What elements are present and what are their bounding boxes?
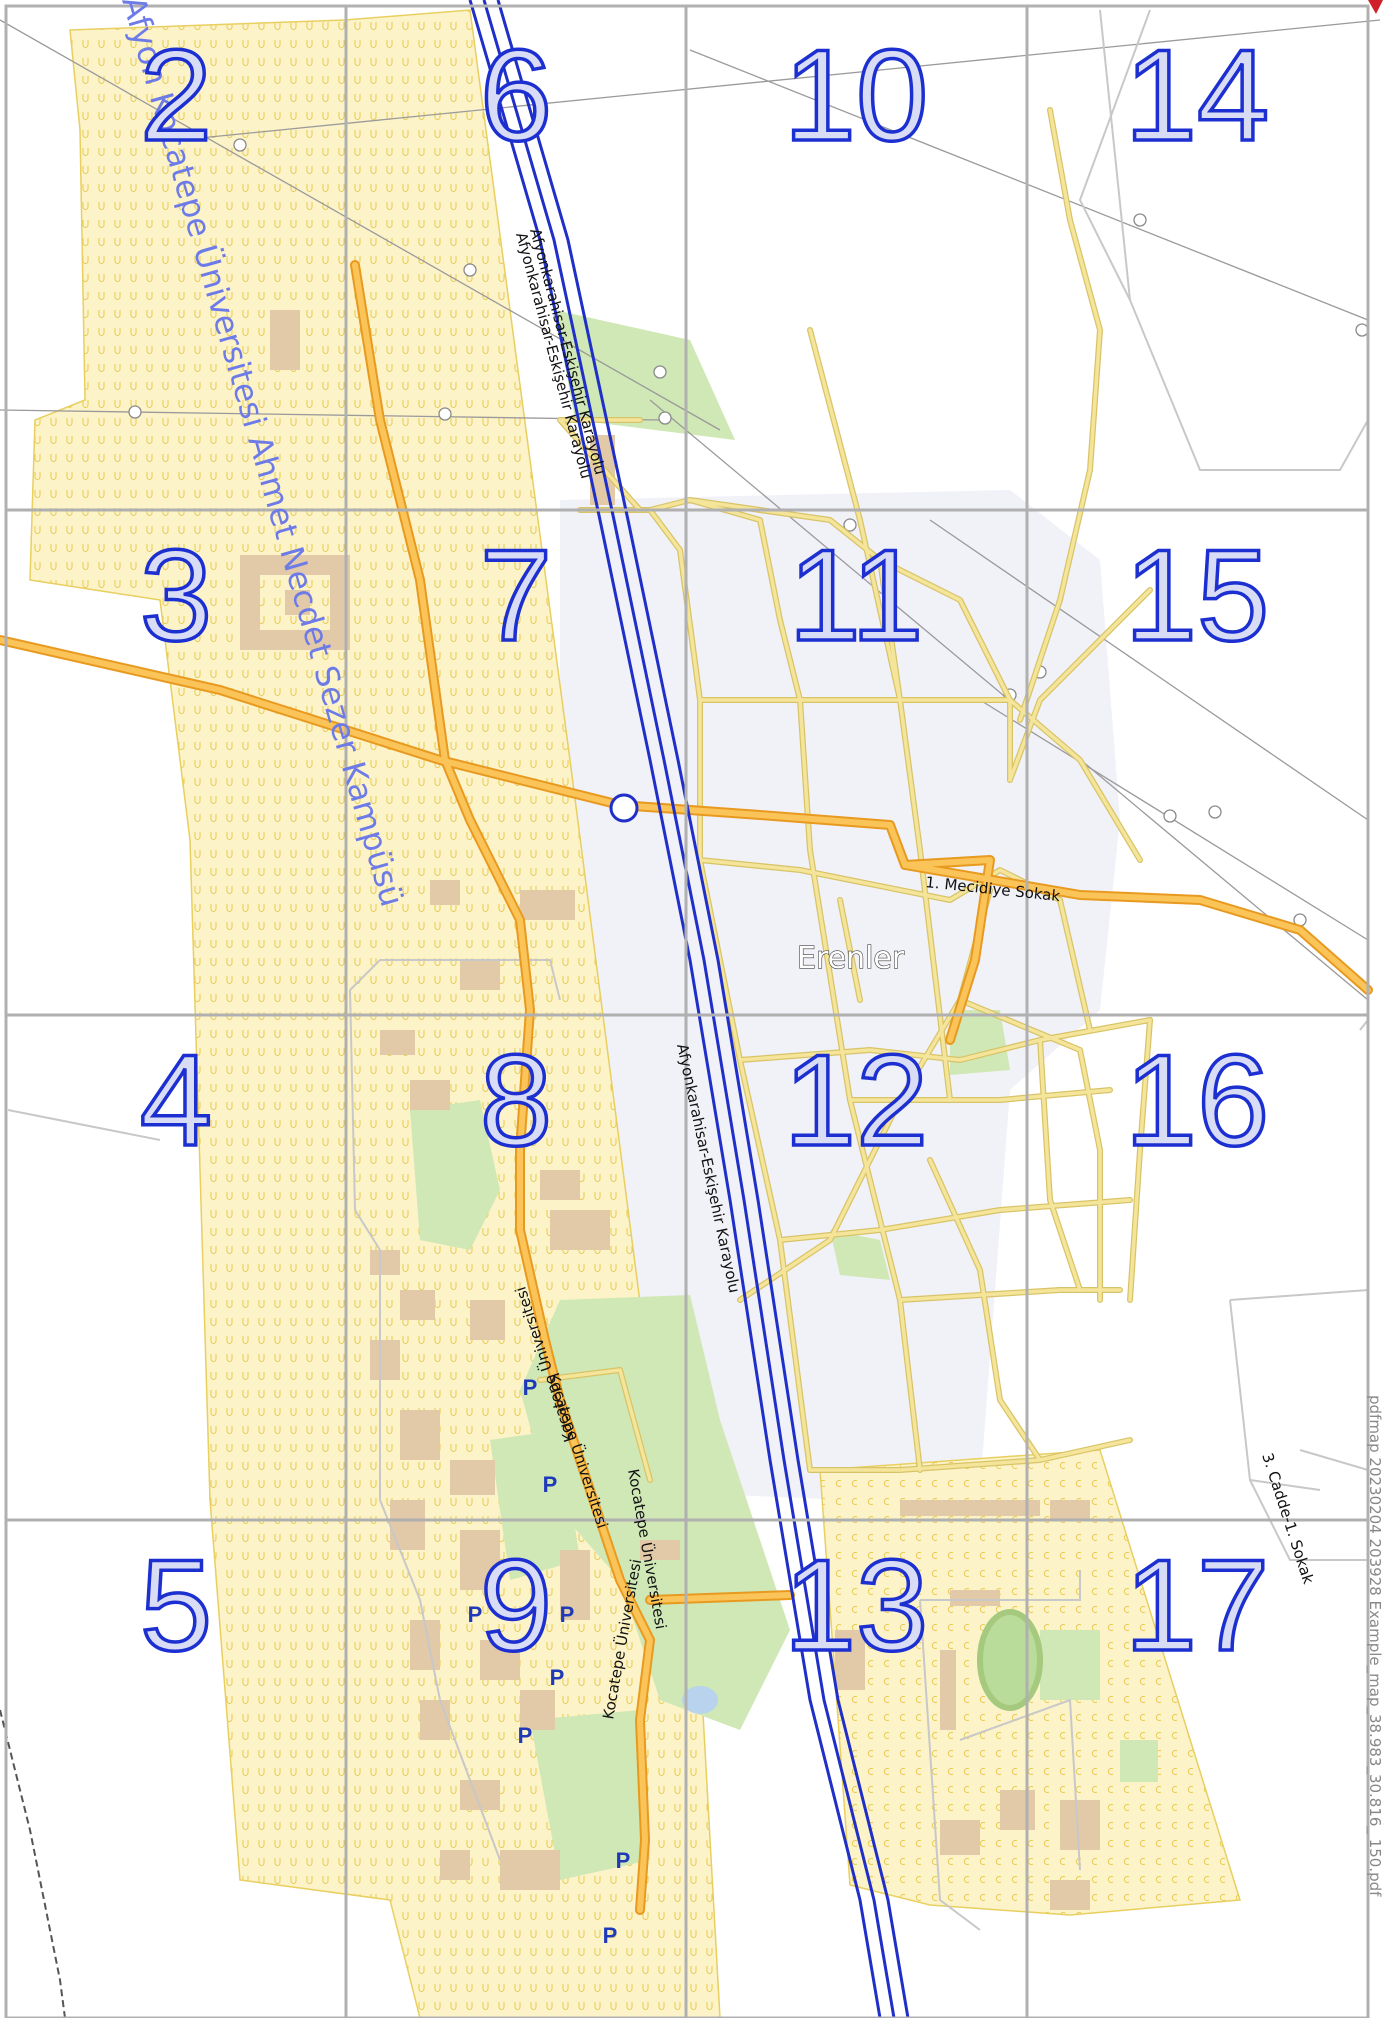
grid-cell-number: 12 [784,1027,929,1173]
grid-cell-number: 16 [1125,1027,1270,1173]
parking-symbols: P P P P P P P P [468,1375,631,1948]
grid-cell-number: 5 [140,1532,212,1678]
grid-cell-number: 17 [1125,1532,1270,1678]
parking-icon: P [560,1602,575,1627]
running-track [977,1609,1043,1711]
grid-cell-number: 7 [480,522,552,668]
place-label-erenler: Erenler [797,941,905,976]
park-area [555,310,735,440]
railway [0,1709,66,2018]
minor-roads [7,9,1369,1931]
parking-icon: P [616,1848,631,1873]
pond [682,1686,718,1714]
park-area [530,1710,650,1880]
grid-numbers: 2 3 4 5 6 7 8 9 10 11 12 13 14 15 16 17 [138,20,1271,1680]
parking-icon: P [550,1665,565,1690]
primary-roads [0,262,1371,1913]
park-area [410,1100,500,1250]
parking-icon: P [518,1723,533,1748]
grid-cell-number: 10 [784,22,929,168]
grid-cell-number: 6 [480,22,552,168]
buildings [240,310,1100,1910]
grid-cell-number: 3 [140,522,212,668]
park-area [490,1430,580,1580]
grid-cell-number: 4 [140,1027,212,1173]
parking-icon: P [603,1923,618,1948]
sports-field [1120,1740,1158,1782]
roundabout[interactable] [609,793,639,823]
grid-cell-number: 14 [1125,22,1270,168]
grid-cell-number: 2 [140,22,212,168]
park-area [830,1230,890,1280]
parking-icon: P [523,1375,538,1400]
grid-cell-number: 8 [480,1027,552,1173]
grid-cell-number: 15 [1125,522,1270,668]
park-area [520,1295,790,1730]
map-grid [4,4,1370,2018]
map-credit: pdfmap 20230204 203928 Example_map_38.98… [1365,1395,1383,1897]
motorway[interactable] [468,0,910,2018]
sports-field [1040,1630,1100,1700]
parking-icon: P [543,1472,558,1497]
grid-cell-number: 9 [480,1532,552,1678]
power-lines [0,19,1381,1001]
grid-cell-number: 11 [789,522,924,668]
parking-icon: P [468,1602,483,1627]
north-corner-mark [1368,0,1383,14]
grid-cell-number: 13 [784,1532,929,1678]
